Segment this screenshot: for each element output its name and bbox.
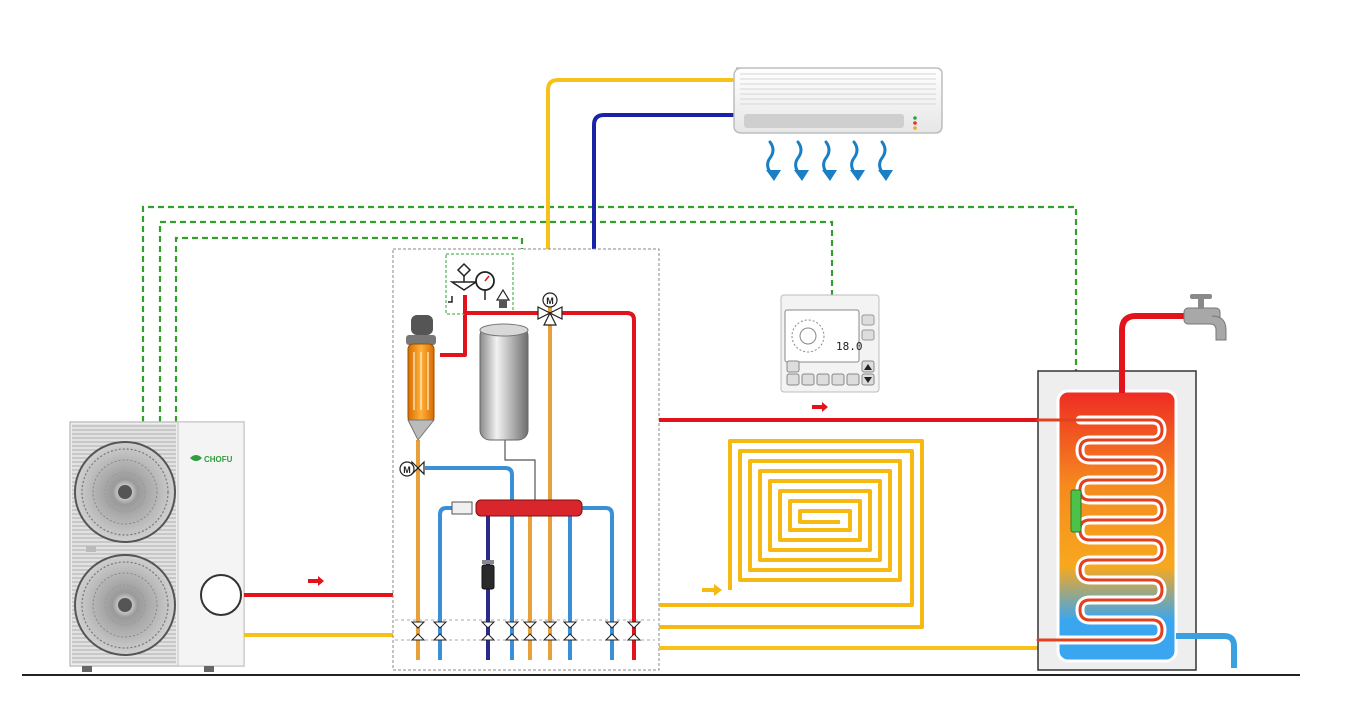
flow-arrow-icon xyxy=(702,584,722,596)
expansion-vessel xyxy=(479,323,529,441)
flow-arrow-icon xyxy=(308,576,324,586)
outdoor-unit-pipes xyxy=(244,593,393,637)
tap-icon xyxy=(1183,294,1227,341)
service-port xyxy=(200,574,242,616)
tank-temperature-sensor xyxy=(1070,489,1082,533)
circulation-pump xyxy=(481,564,495,590)
backup-heater xyxy=(406,315,436,441)
minus-icon xyxy=(816,373,830,386)
fan-icon xyxy=(74,554,176,656)
indoor-ac-unit xyxy=(733,67,943,134)
ball-valves xyxy=(410,621,642,641)
brand-name: CHOFU xyxy=(204,455,233,464)
check-icon xyxy=(846,373,860,386)
back-icon xyxy=(801,373,815,386)
outdoor-heat-pump-unit: CHOFU xyxy=(69,421,245,672)
hot-water-tank xyxy=(1036,313,1237,671)
valve-motor-label: M xyxy=(403,465,411,475)
pressure-gauge-icon xyxy=(475,271,495,300)
hydro-box: M M xyxy=(392,248,660,671)
air-vent-icon xyxy=(495,288,511,308)
hydraulic-separator xyxy=(475,499,583,517)
ac-refrigerant-lines xyxy=(546,78,745,250)
filter xyxy=(451,501,473,515)
floor-heating-loop xyxy=(659,439,924,629)
controller-display-value: 18.0 xyxy=(836,340,863,353)
controller-buttons xyxy=(786,360,875,386)
three-way-valve-left: M xyxy=(399,460,425,477)
brand-logo: CHOFU xyxy=(190,455,233,464)
plus-icon xyxy=(831,373,845,386)
flow-arrow-icon xyxy=(812,402,828,412)
cold-air-arrowheads xyxy=(766,170,893,181)
valve-motor-label: M xyxy=(546,296,554,306)
fan-icon xyxy=(74,441,176,543)
safety-valve-icon xyxy=(448,262,479,303)
three-way-valve-top: M xyxy=(537,292,563,326)
control-signal-lines xyxy=(141,205,1078,494)
wall-controller: 18.0 xyxy=(780,294,880,393)
